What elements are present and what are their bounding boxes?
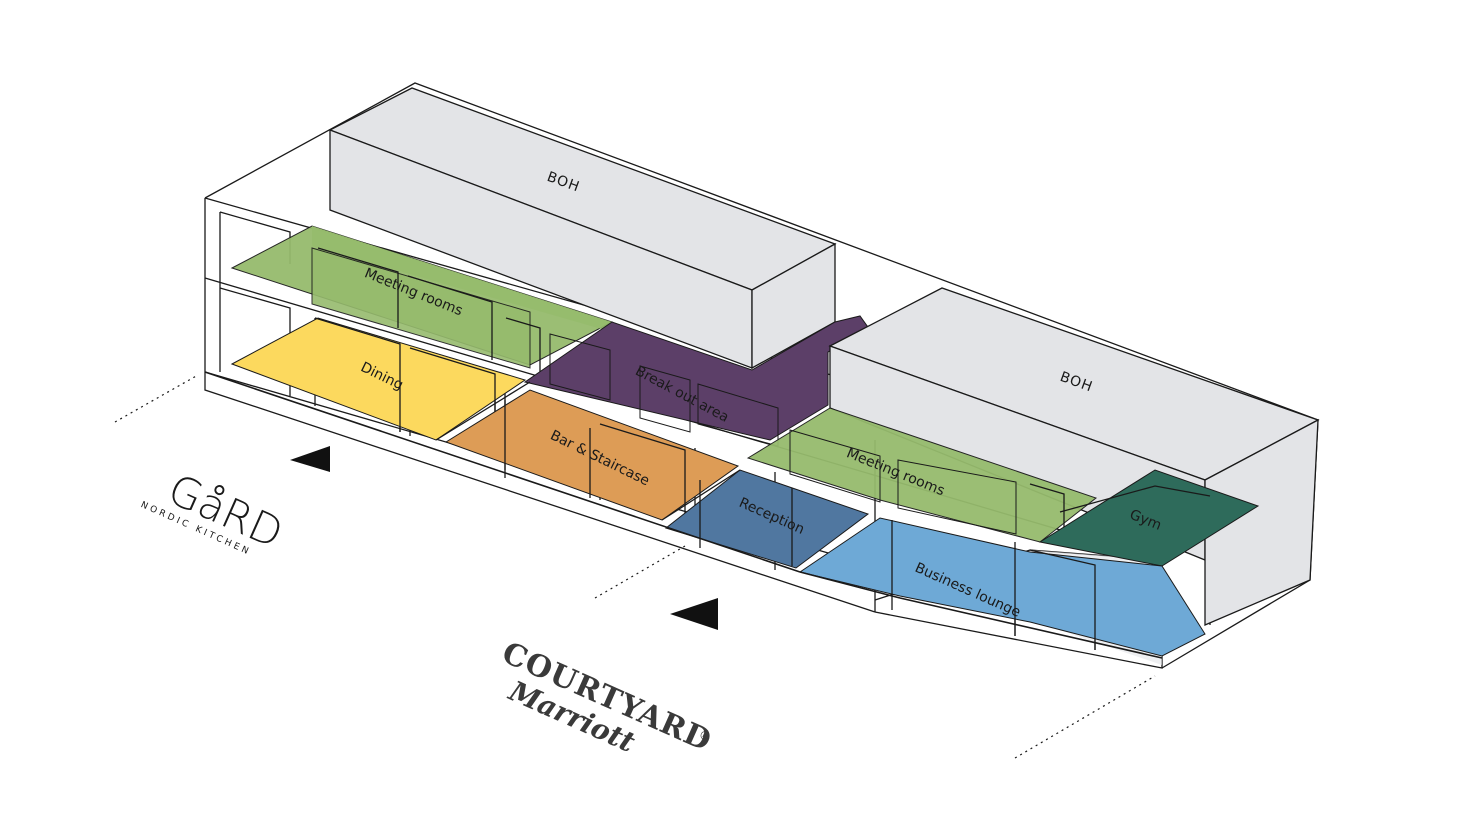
floor-edges (204, 371, 1163, 659)
gard-logo: GåRD NORDIC KITCHEN (139, 464, 290, 558)
zone-break-out-area: Break out area (523, 315, 871, 447)
entry-arrow-icon (290, 446, 330, 472)
zone-meeting-rooms-lower: Meeting rooms (746, 407, 1098, 543)
entry-guides (114, 374, 1156, 759)
courtyard-logo-registered: ® (697, 727, 714, 745)
zone-gym: Gym (1038, 469, 1260, 567)
entry-arrow-icon (670, 598, 718, 630)
boh-block-upper: BOH (328, 87, 837, 370)
zone-bar-staircase: Bar & Staircase (444, 389, 740, 521)
zone-dining: Dining (230, 317, 527, 441)
courtyard-marriott-logo: COURTYARD ® Marriott (497, 635, 717, 759)
zone-meeting-rooms-upper: Meeting rooms (230, 225, 614, 372)
